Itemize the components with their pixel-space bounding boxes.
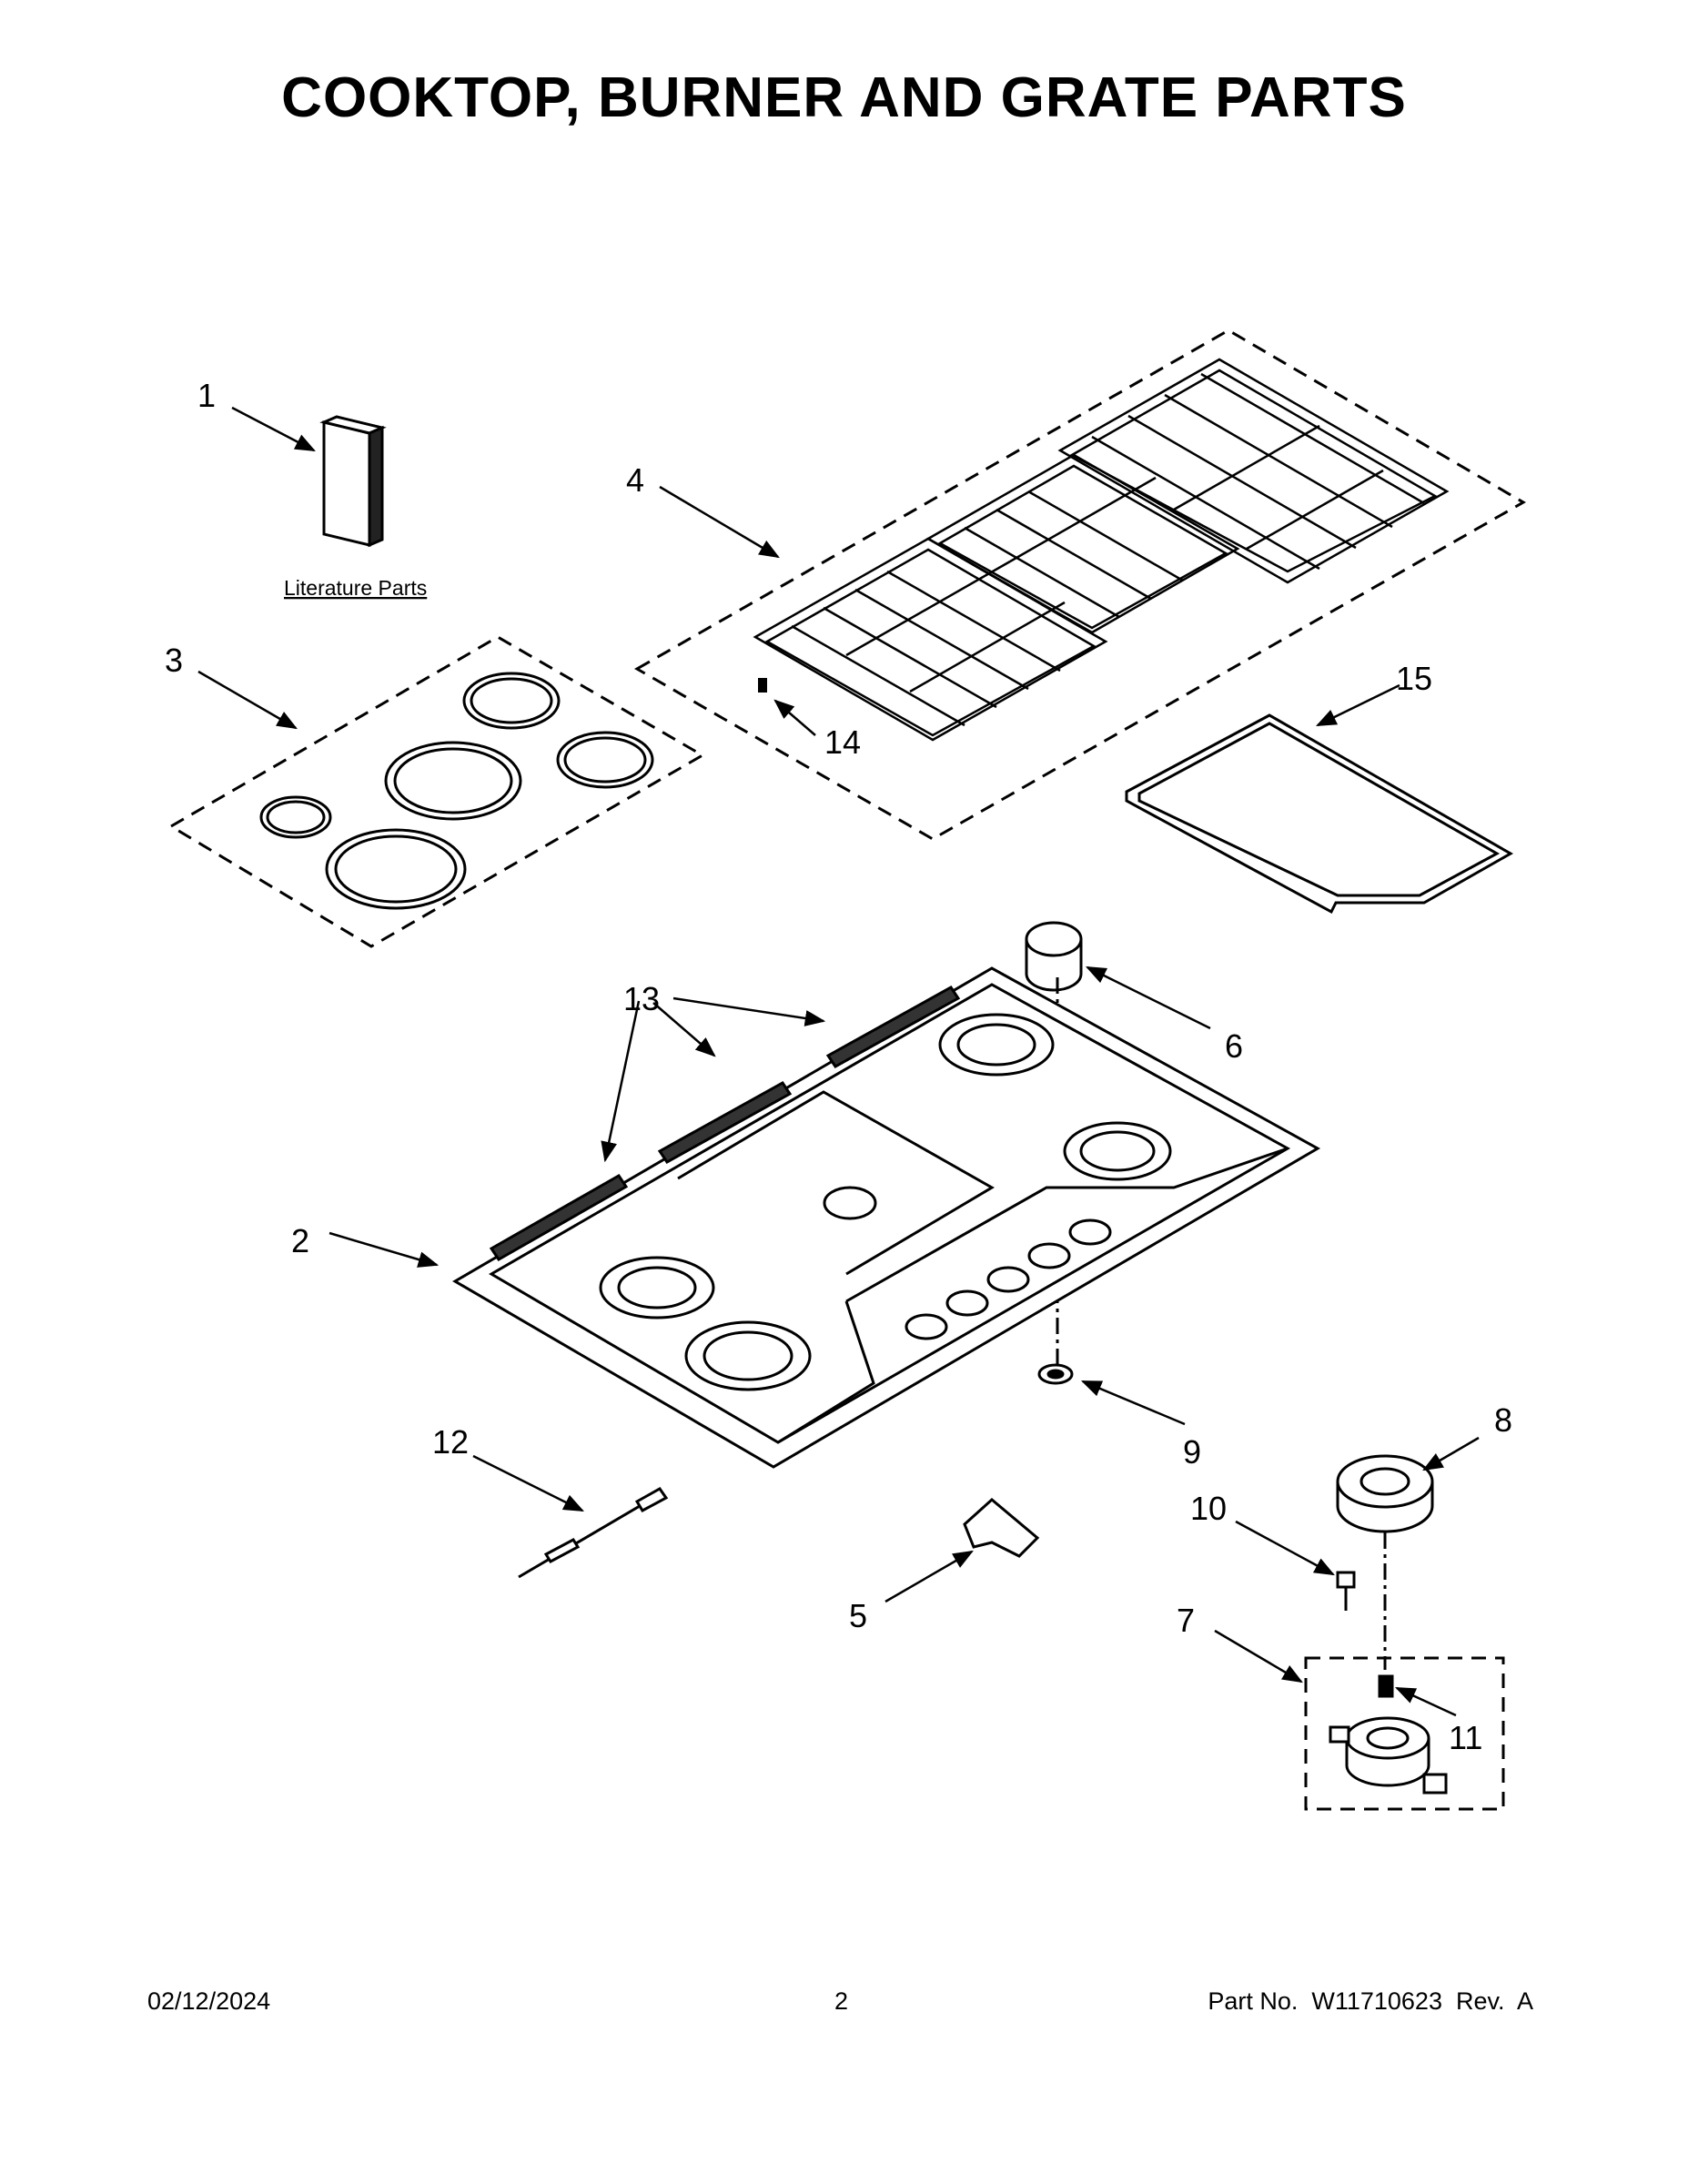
- callout-12: 12: [432, 1423, 469, 1461]
- valve-assembly-part: [1304, 1656, 1505, 1811]
- burner-caps-kit-part: [168, 635, 705, 948]
- orifice-part: [1378, 1674, 1394, 1698]
- burner-base-part: [1336, 1454, 1434, 1533]
- callout-8: 8: [1494, 1401, 1512, 1439]
- callout-4: 4: [626, 461, 644, 499]
- callout-15: 15: [1396, 660, 1432, 697]
- callout-13: 13: [623, 980, 660, 1017]
- igniter-part: [518, 1487, 669, 1579]
- leader-arrows: [197, 406, 1480, 1717]
- page-title: COOKTOP, BURNER AND GRATE PARTS: [281, 66, 1407, 129]
- callout-3: 3: [165, 642, 183, 679]
- footer-part-info: Part No. W11710623 Rev. A: [1208, 1987, 1533, 2015]
- callout-5: 5: [849, 1597, 867, 1634]
- callout-11: 11: [1449, 1719, 1482, 1756]
- screw-part: [1336, 1571, 1356, 1611]
- callout-10: 10: [1190, 1490, 1227, 1527]
- callout-14: 14: [824, 723, 861, 761]
- callout-2: 2: [291, 1222, 309, 1259]
- literature-parts-label: Literature Parts: [284, 576, 427, 600]
- footer-page-number: 2: [834, 1987, 849, 2015]
- grate-foot-part: [758, 678, 767, 693]
- literature-book-part: [319, 415, 387, 548]
- knob-part: [1025, 921, 1083, 992]
- callout-1: 1: [197, 377, 216, 414]
- callout-6: 6: [1225, 1027, 1243, 1065]
- footer-date: 02/12/2024: [147, 1987, 271, 2015]
- valve-grommet-part: [1037, 1363, 1074, 1385]
- callout-9: 9: [1183, 1433, 1201, 1471]
- hinge-part: [489, 986, 961, 1261]
- clip-part: [963, 1498, 1040, 1558]
- cooktop-part: [452, 966, 1321, 1469]
- callout-7: 7: [1177, 1602, 1195, 1639]
- griddle-part: [1125, 713, 1514, 915]
- grate-set-part: [633, 329, 1527, 841]
